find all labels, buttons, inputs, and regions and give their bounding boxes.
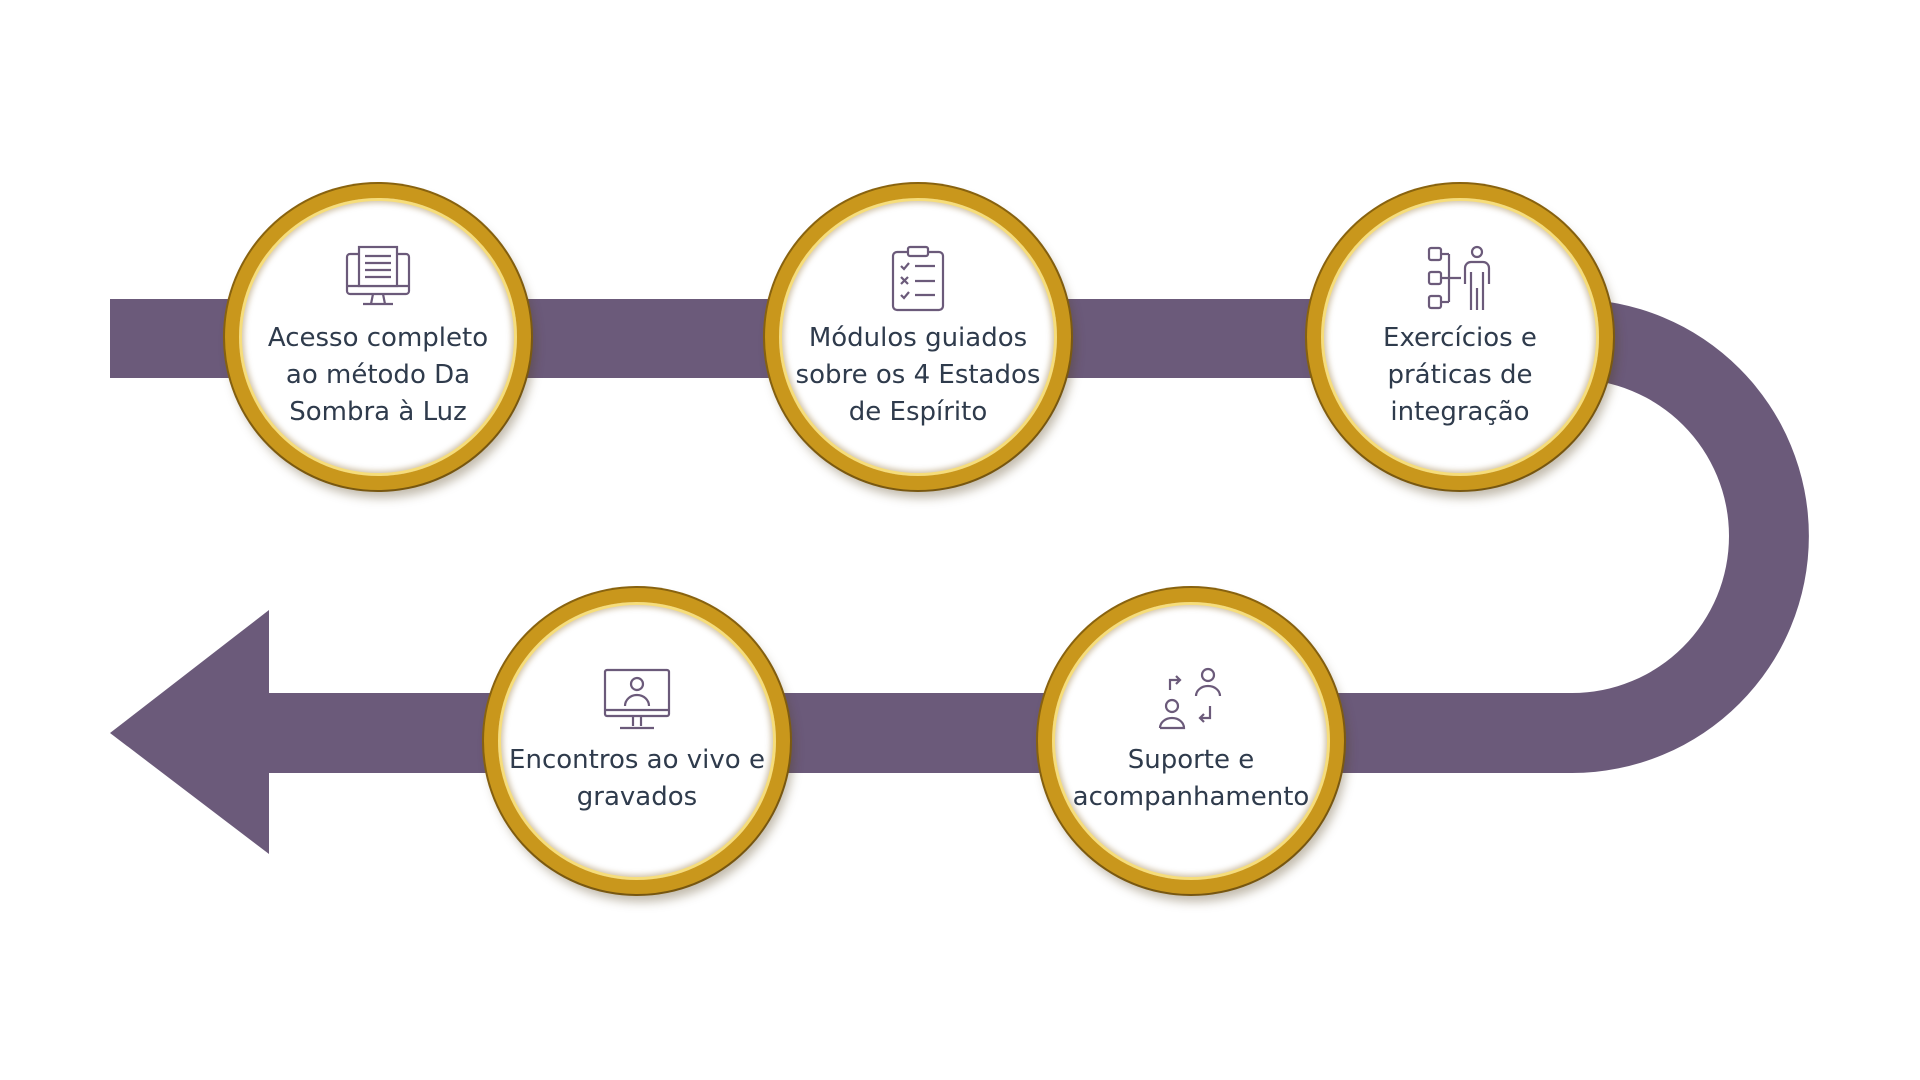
step-label: Suporte e acompanhamento — [1072, 745, 1310, 812]
step-3: Exercícios e práticas de integração — [1307, 184, 1613, 490]
step-label: Encontros ao vivo e gravados — [509, 745, 765, 812]
flowchart-person-icon — [1427, 245, 1491, 310]
step-label: Módulos guiados sobre os 4 Estados de Es… — [795, 322, 1041, 427]
lower-band — [268, 693, 1573, 773]
step-label: Acesso completo ao método Da Sombra à Lu… — [267, 322, 489, 427]
arrow-head — [110, 610, 269, 854]
people-exchange-icon — [1158, 667, 1222, 730]
clipboard-checklist-icon — [891, 245, 945, 311]
curve-band — [1572, 299, 1809, 773]
step-5: Encontros ao vivo e gravados — [484, 588, 790, 894]
step-2: Módulos guiados sobre os 4 Estados de Es… — [765, 184, 1071, 490]
step-1: Acesso completo ao método Da Sombra à Lu… — [225, 184, 531, 490]
step-label: Exercícios e práticas de integração — [1383, 322, 1537, 427]
monitor-document-icon — [345, 245, 411, 305]
video-call-icon — [603, 668, 671, 730]
step-4: Suporte e acompanhamento — [1038, 588, 1344, 894]
